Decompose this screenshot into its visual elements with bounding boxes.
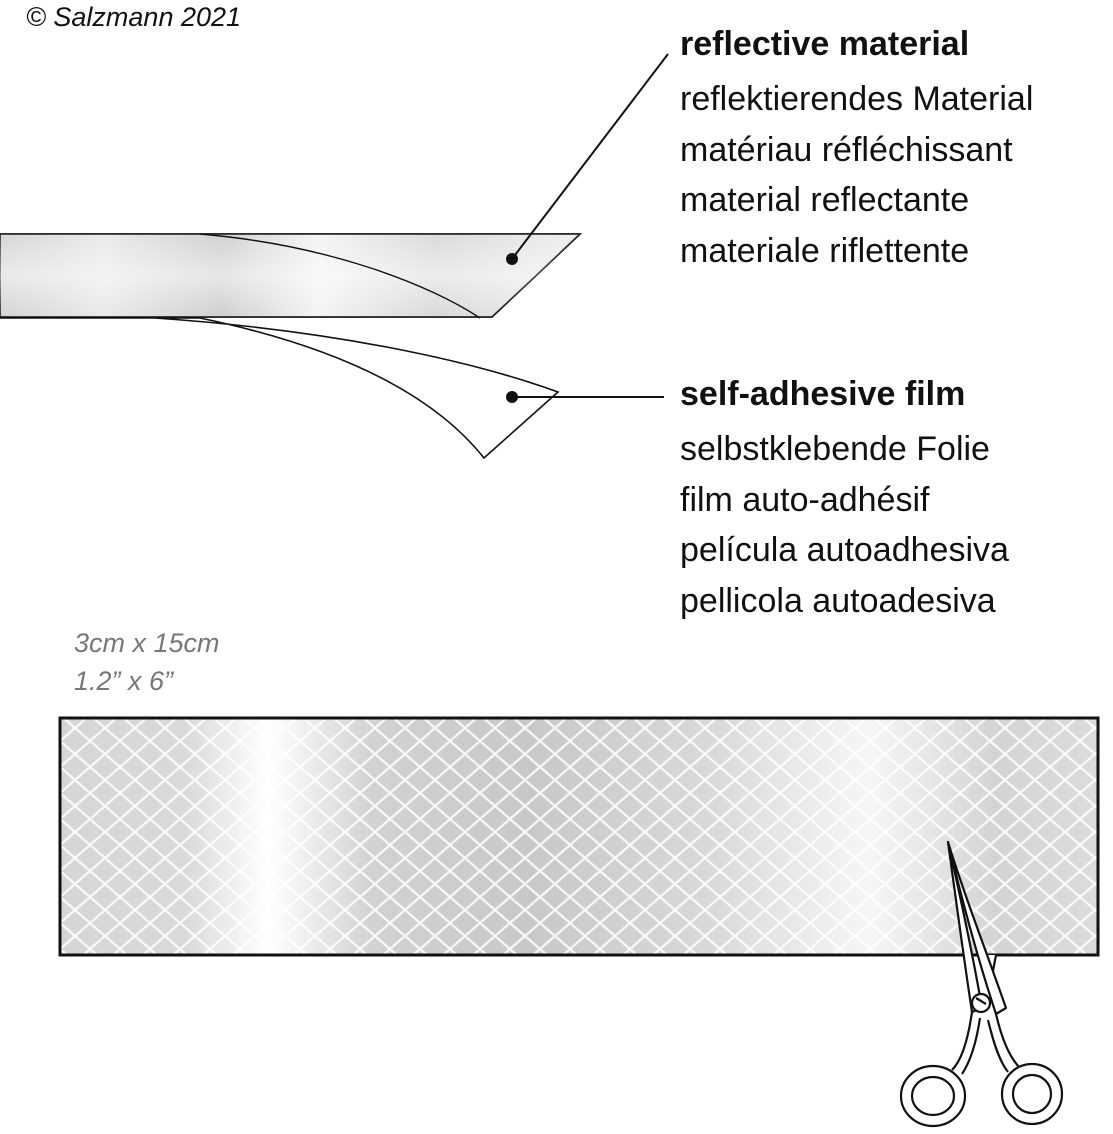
adhesive-translation-es: película autoadhesiva (680, 531, 1009, 569)
reflective-leader-dot (506, 253, 518, 265)
adhesive-film-strip (0, 317, 560, 460)
dimensions-imperial: 1.2” x 6” (74, 666, 174, 696)
dimensions-metric: 3cm x 15cm (74, 628, 220, 658)
adhesive-title: self-adhesive film (680, 375, 966, 413)
reflective-translation-de: reflektierendes Material (680, 80, 1034, 118)
peel-edge-line (199, 233, 481, 319)
adhesive-label-block: self-adhesive film selbstklebende Folie … (680, 374, 1009, 626)
reflective-leader-line (511, 53, 669, 260)
copyright-notice: © Salzmann 2021 (26, 2, 242, 32)
reflective-sample-panel (58, 716, 1100, 957)
adhesive-translation-de: selbstklebende Folie (680, 430, 990, 468)
adhesive-translation-it: pellicola autoadesiva (680, 581, 996, 620)
reflective-label-block: reflective material reflektierendes Mate… (680, 24, 1033, 276)
reflective-translation-es: material reflectante (680, 181, 970, 219)
adhesive-leader-dot (506, 391, 518, 403)
reflective-translation-it: materiale riflettente (680, 231, 970, 270)
scissors-icon[interactable] (899, 840, 1064, 1128)
reflective-title: reflective material (680, 25, 970, 63)
reflective-translation-fr: matériau réfléchissant (680, 130, 1013, 169)
dimensions-label: 3cm x 15cm 1.2” x 6” (74, 624, 220, 700)
adhesive-translation-fr: film auto-adhésif (680, 480, 930, 519)
